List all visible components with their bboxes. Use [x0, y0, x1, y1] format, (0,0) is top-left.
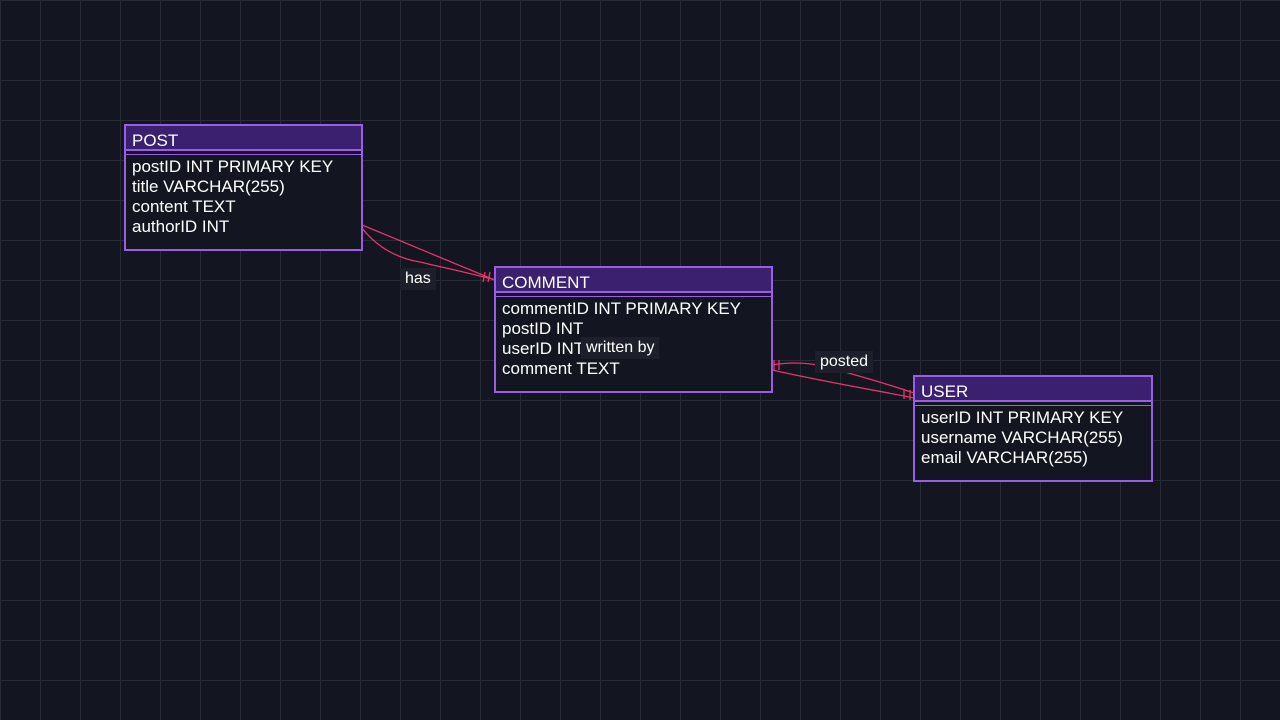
entity-post-title: POST — [126, 126, 361, 155]
cardinality-mark — [482, 271, 486, 283]
attribute-row: userID INT — [502, 339, 585, 358]
attribute-row: commentID INT PRIMARY KEY — [502, 299, 742, 318]
relationship-label-written-by[interactable]: written by — [581, 337, 660, 359]
entity-post-attributes: postID INT PRIMARY KEY title VARCHAR(255… — [126, 151, 361, 237]
attribute-row: username VARCHAR(255) — [921, 428, 1123, 447]
entity-comment-attributes: commentID INT PRIMARY KEY postID INT use… — [496, 293, 771, 379]
entity-comment-title: COMMENT — [496, 268, 771, 297]
connector-has[interactable] — [361, 227, 496, 281]
entity-user-attributes: userID INT PRIMARY KEY username VARCHAR(… — [915, 402, 1151, 468]
attribute-row: title VARCHAR(255) — [132, 177, 285, 196]
attribute-row: content TEXT — [132, 197, 236, 216]
entity-user-title: USER — [915, 377, 1151, 406]
entity-comment[interactable]: COMMENT commentID INT PRIMARY KEY postID… — [494, 266, 773, 393]
attribute-row: userID INT PRIMARY KEY — [921, 408, 1124, 427]
attribute-row: postID INT PRIMARY KEY — [132, 157, 334, 176]
attribute-row: comment TEXT — [502, 359, 620, 378]
entity-post[interactable]: POST postID INT PRIMARY KEY title VARCHA… — [124, 124, 363, 251]
attribute-row: email VARCHAR(255) — [921, 448, 1088, 467]
relationship-label-posted[interactable]: posted — [815, 351, 874, 373]
attribute-row: authorID INT — [132, 217, 230, 236]
relationship-label-has[interactable]: has — [400, 268, 436, 290]
attribute-row: postID INT — [502, 319, 584, 338]
entity-user[interactable]: USER userID INT PRIMARY KEY username VAR… — [913, 375, 1153, 482]
